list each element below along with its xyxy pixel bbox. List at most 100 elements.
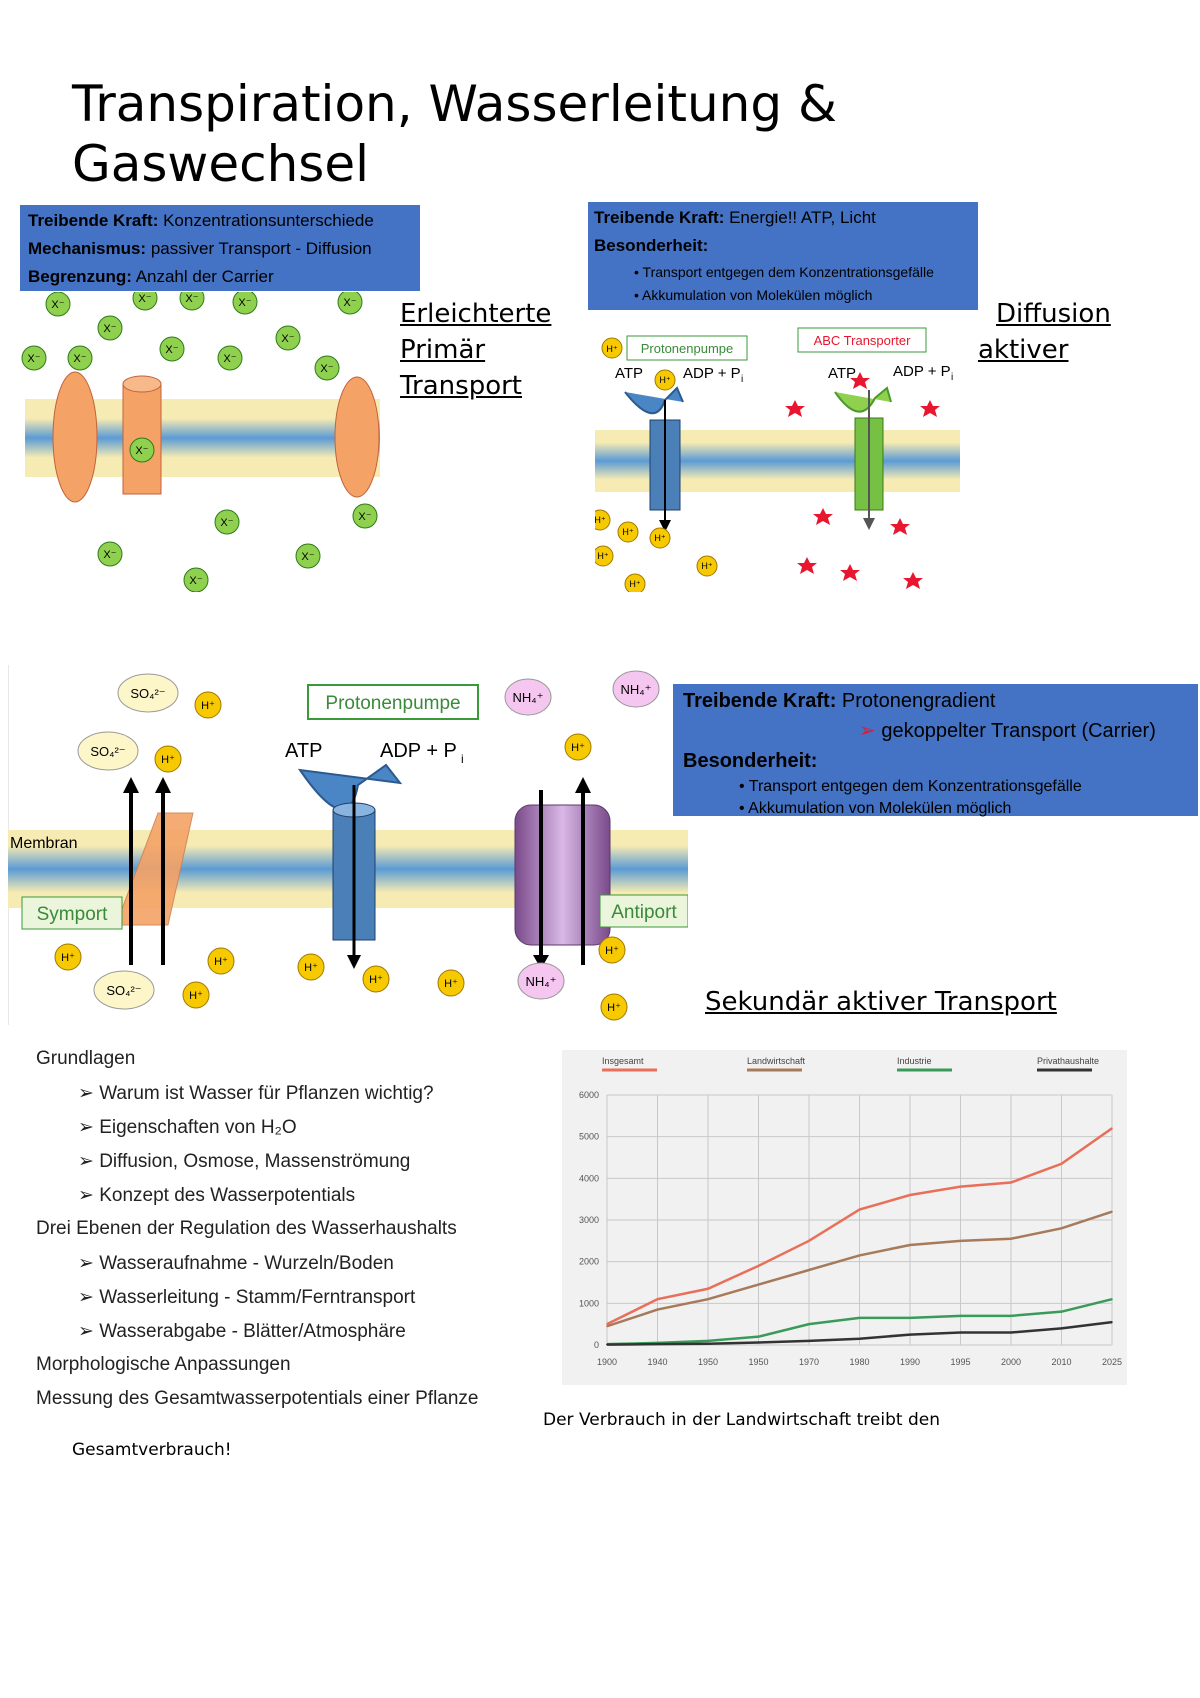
box3-key-special: Besonderheit: [683,750,818,772]
chart-lines [606,1127,1113,1346]
data-point [757,1335,760,1338]
atp-label: ATP [828,365,856,382]
y-tick-label: 6000 [579,1090,599,1100]
molecule-x: X⁻ [67,345,93,371]
svg-text:H⁺: H⁺ [595,515,606,525]
svg-text:X⁻: X⁻ [189,575,202,587]
svg-text:H⁺: H⁺ [629,579,640,589]
svg-text:X⁻: X⁻ [301,551,314,563]
data-point [808,1340,810,1342]
svg-text:H⁺: H⁺ [701,561,712,571]
ammonium-ion: NH₄⁺ [517,962,565,1000]
proton: H⁺ [154,745,182,773]
box2-key-driving-force: Treibende Kraft: [594,208,725,227]
box2-bullet-2: Akkumulation von Molekülen möglich [642,287,873,303]
data-point [909,1333,911,1336]
proton: H⁺ [437,969,465,997]
box3-bullet-1: Transport entgegen dem Konzentrationsgef… [748,778,1082,795]
data-point [1111,1321,1113,1323]
data-point [606,1343,608,1346]
x-tick-label: 2010 [1051,1357,1071,1367]
adp-subscript: i [461,752,464,766]
svg-text:H⁺: H⁺ [654,533,665,543]
data-point [1010,1181,1012,1184]
caption-line-2: Gesamtverbrauch! [72,1440,232,1460]
svg-text:X⁻: X⁻ [238,297,251,309]
data-point [858,1208,861,1211]
legend-label: Insgesamt [602,1056,644,1066]
label-line: Erleichterte [400,299,552,329]
svg-text:X⁻: X⁻ [27,353,40,365]
data-point [757,1283,760,1286]
proton: H⁺ [54,943,82,971]
y-tick-label: 5000 [579,1132,599,1142]
svg-text:H⁺: H⁺ [214,956,228,968]
data-point [707,1342,709,1345]
data-point [808,1323,810,1325]
proton-pump-label: H⁺ Protonenpumpe [601,335,748,361]
svg-text:H⁺: H⁺ [571,742,585,754]
proton: H⁺ [654,369,676,391]
list-item: ➢ Wasseraufnahme - Wurzeln/Boden [78,1253,394,1274]
molecule-x: X⁻ [217,345,243,371]
data-point [1111,1127,1113,1130]
box1-value-driving-force: Konzentrationsunterschiede [163,211,374,230]
data-point [909,1194,911,1196]
info-box-facilitated-diffusion: Treibende Kraft: Konzentrationsunterschi… [20,205,420,291]
y-tick-label: 4000 [579,1173,599,1183]
molecule-x: X⁻ [45,292,71,317]
antiport-label: Antiport [599,894,688,928]
data-point [1010,1331,1012,1334]
box1-key-mechanism: Mechanismus: [28,239,147,258]
svg-text:X⁻: X⁻ [343,297,356,309]
svg-text:H⁺: H⁺ [161,754,175,766]
y-tick-label: 3000 [579,1215,599,1225]
arrow-bullet-icon: ➢ [78,1083,94,1104]
svg-text:SO₄²⁻: SO₄²⁻ [130,686,165,701]
protons-bottom: H⁺ H⁺ H⁺ H⁺ H⁺ H⁺ [595,509,718,592]
label-line: Primär [400,335,486,365]
svg-text:Antiport: Antiport [611,902,677,923]
svg-text:X⁻: X⁻ [358,511,371,523]
title-line-2: Gaswechsel [72,135,369,193]
label-line: Diffusion [996,299,1111,329]
box3-value-driving-force: Protonengradient [841,690,996,712]
list-item: ➢ Wasserabgabe - Blätter/Atmosphäre [78,1321,406,1342]
proton: H⁺ [696,555,718,577]
svg-text:Protonenpumpe: Protonenpumpe [325,693,460,714]
y-tick-label: 1000 [579,1298,599,1308]
molecule-x: X⁻ [275,325,301,351]
svg-text:X⁻: X⁻ [73,353,86,365]
data-point [959,1331,962,1334]
box2-value-driving-force: Energie!! ATP, Licht [729,208,876,227]
label-facilitated-primary-transport: Erleichterte Primär Transport [400,296,551,404]
topic-list: Grundlagen ➢ Warum ist Wasser für Pflanz… [36,1040,536,1420]
legend-label: Industrie [897,1056,932,1066]
box3-key-driving-force: Treibende Kraft: [683,690,837,712]
molecule-x: X⁻ [352,503,378,529]
data-point [656,1298,659,1300]
svg-text:X⁻: X⁻ [223,353,236,365]
svg-text:Protonenpumpe: Protonenpumpe [641,341,734,356]
data-point [707,1287,709,1290]
proton: H⁺ [617,521,639,543]
arrow-bullet-icon: ➢ [859,720,876,742]
arrow-bullet-icon: ➢ [78,1253,94,1274]
data-point [757,1341,760,1344]
data-point [1060,1327,1063,1330]
data-point [1060,1310,1063,1313]
proton: H⁺ [194,691,222,719]
legend-label: Privathaushalte [1037,1056,1099,1066]
data-point [757,1265,760,1267]
svg-text:H⁺: H⁺ [61,952,75,964]
svg-text:Symport: Symport [37,904,108,925]
svg-text:X⁻: X⁻ [165,344,178,356]
svg-text:H⁺: H⁺ [606,344,617,354]
box3-bullet-2: Akkumulation von Molekülen möglich [748,800,1012,817]
sulfate-ion: SO₄²⁻ [77,731,139,771]
label-diffusion-active: Diffusion aktiver [978,296,1111,368]
data-point [1060,1162,1063,1165]
